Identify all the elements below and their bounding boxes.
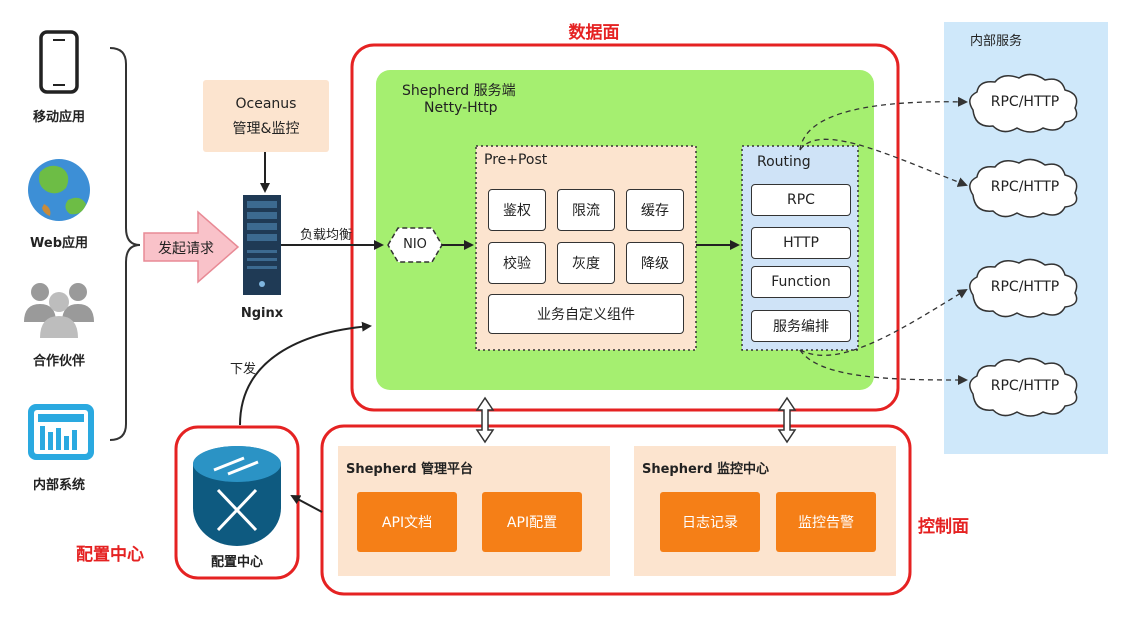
internal-services-title: 内部服务 <box>970 34 1023 49</box>
routing-to-cloud-1 <box>799 96 968 151</box>
globe-icon <box>28 159 90 221</box>
mgmt-platform-title: Shepherd 管理平台 <box>346 462 474 477</box>
mgmt-to-config-arrow <box>290 495 323 513</box>
routing-to-cloud-3 <box>799 288 968 356</box>
component-auth: 鉴权 <box>488 189 546 231</box>
request-label: 发起请求 <box>158 241 214 257</box>
shepherd-server-title: Shepherd 服务端 <box>402 83 516 99</box>
router-icon <box>193 446 281 546</box>
mobile-phone-icon <box>39 30 79 94</box>
client-label-internal: 内部系统 <box>32 478 86 493</box>
routing-item-function: Function <box>751 266 851 298</box>
oceanus-subtitle: 管理&监控 <box>232 121 300 137</box>
nio-label: NIO <box>403 237 427 252</box>
control-plane-title: 控制面 <box>918 517 969 537</box>
routing-title: Routing <box>757 154 811 170</box>
client-label-mobile: 移动应用 <box>32 110 86 125</box>
component-degrade: 降级 <box>626 242 684 284</box>
oceanus-name: Oceanus <box>235 96 297 112</box>
cloud-4 <box>969 357 1078 417</box>
client-label-partner: 合作伙伴 <box>32 354 86 369</box>
pre-post-title: Pre+Post <box>484 152 548 168</box>
api-config-button[interactable]: API配置 <box>482 492 582 552</box>
dispatch-label: 下发 <box>230 362 257 377</box>
config-center-title: 配置中心 <box>76 545 144 565</box>
data-plane-outline <box>350 43 900 412</box>
routing-item-http: HTTP <box>751 227 851 259</box>
control-plane-outline <box>320 424 912 596</box>
dispatch-arrow <box>239 321 372 426</box>
cloud-label-1: RPC/HTTP <box>990 94 1060 110</box>
client-label-web: Web应用 <box>30 236 88 251</box>
routing-item-rpc: RPC <box>751 184 851 216</box>
cloud-1 <box>969 73 1078 133</box>
clients-brace <box>109 47 141 441</box>
config-center-label: 配置中心 <box>210 555 264 570</box>
data-plane-title: 数据面 <box>568 23 620 43</box>
cloud-2 <box>969 158 1078 218</box>
cloud-label-4: RPC/HTTP <box>990 378 1060 394</box>
monitor-center-title: Shepherd 监控中心 <box>642 462 770 477</box>
shepherd-server-subtitle: Netty-Http <box>424 100 498 116</box>
data-control-double-arrow-left <box>475 396 495 444</box>
request-arrow <box>143 210 240 284</box>
routing-to-cloud-2 <box>799 138 968 187</box>
cloud-3 <box>969 258 1078 318</box>
nginx-label: Nginx <box>240 306 284 321</box>
routing-item-orchestration: 服务编排 <box>751 310 851 342</box>
oceanus-box <box>203 80 329 152</box>
component-validate: 校验 <box>488 242 546 284</box>
load-balance-label: 负载均衡 <box>300 228 353 243</box>
component-cache: 缓存 <box>626 189 684 231</box>
api-doc-button[interactable]: API文档 <box>357 492 457 552</box>
component-ratelimit: 限流 <box>557 189 615 231</box>
component-gray: 灰度 <box>557 242 615 284</box>
monitor-alert-button[interactable]: 监控告警 <box>776 492 876 552</box>
dashboard-monitor-icon <box>28 404 94 460</box>
people-group-icon <box>24 283 94 338</box>
routing-to-cloud-4 <box>799 349 968 385</box>
server-icon <box>243 195 281 295</box>
data-control-double-arrow-right <box>777 396 797 444</box>
cloud-label-3: RPC/HTTP <box>990 279 1060 295</box>
component-custom: 业务自定义组件 <box>488 294 684 334</box>
cloud-label-2: RPC/HTTP <box>990 179 1060 195</box>
log-record-button[interactable]: 日志记录 <box>660 492 760 552</box>
